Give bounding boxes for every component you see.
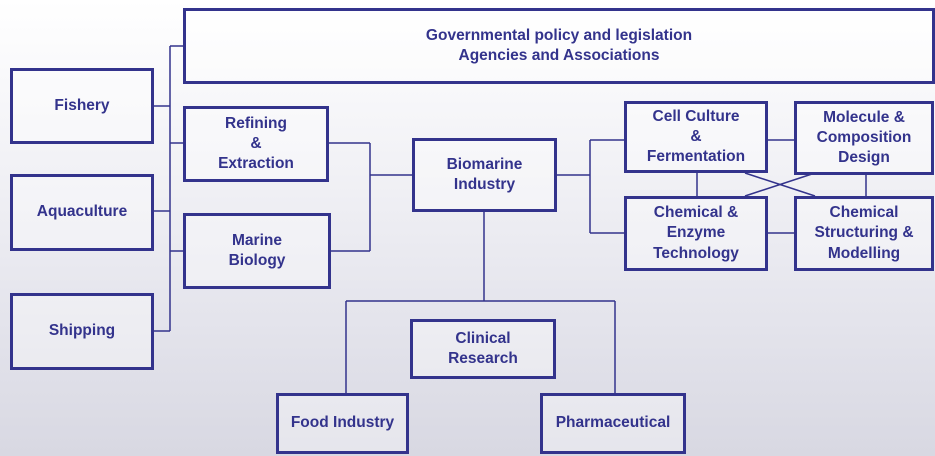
clinical-research-box: Clinical Research: [410, 319, 556, 379]
chemical-enzyme-box: Chemical & Enzyme Technology: [624, 196, 768, 271]
cell-culture-label: Cell Culture & Fermentation: [646, 107, 746, 166]
governmental-policy-label: Governmental policy and legislation Agen…: [425, 26, 693, 64]
pharmaceutical-label: Pharmaceutical: [555, 414, 671, 432]
chemical-enzyme-label: Chemical & Enzyme Technology: [653, 204, 739, 262]
refining-extraction-label: Refining & Extraction: [218, 114, 294, 173]
biomarine-industry-label: Biomarine Industry: [446, 155, 523, 193]
fishery-box: Fishery: [10, 68, 154, 144]
molecule-composition-box: Molecule & Composition Design: [794, 101, 934, 175]
marine-biology-label: Marine Biology: [228, 231, 286, 269]
refining-extraction-box: Refining & Extraction: [183, 106, 329, 182]
molecule-composition-label: Molecule & Composition Design: [816, 108, 912, 167]
cell-culture-box: Cell Culture & Fermentation: [624, 101, 768, 173]
shipping-label: Shipping: [48, 322, 116, 340]
aquaculture-label: Aquaculture: [36, 203, 128, 221]
marine-biology-box: Marine Biology: [183, 213, 331, 289]
governmental-policy-box: Governmental policy and legislation Agen…: [183, 8, 935, 84]
biomarine-industry-box: Biomarine Industry: [412, 138, 557, 212]
aquaculture-box: Aquaculture: [10, 174, 154, 251]
fishery-label: Fishery: [54, 96, 110, 114]
pharmaceutical-box: Pharmaceutical: [540, 393, 686, 454]
shipping-box: Shipping: [10, 293, 154, 370]
chemical-structuring-box: Chemical Structuring & Modelling: [794, 196, 934, 271]
clinical-research-label: Clinical Research: [448, 329, 518, 367]
food-industry-box: Food Industry: [276, 393, 409, 454]
food-industry-label: Food Industry: [290, 414, 395, 432]
chemical-structuring-label: Chemical Structuring & Modelling: [814, 204, 914, 262]
